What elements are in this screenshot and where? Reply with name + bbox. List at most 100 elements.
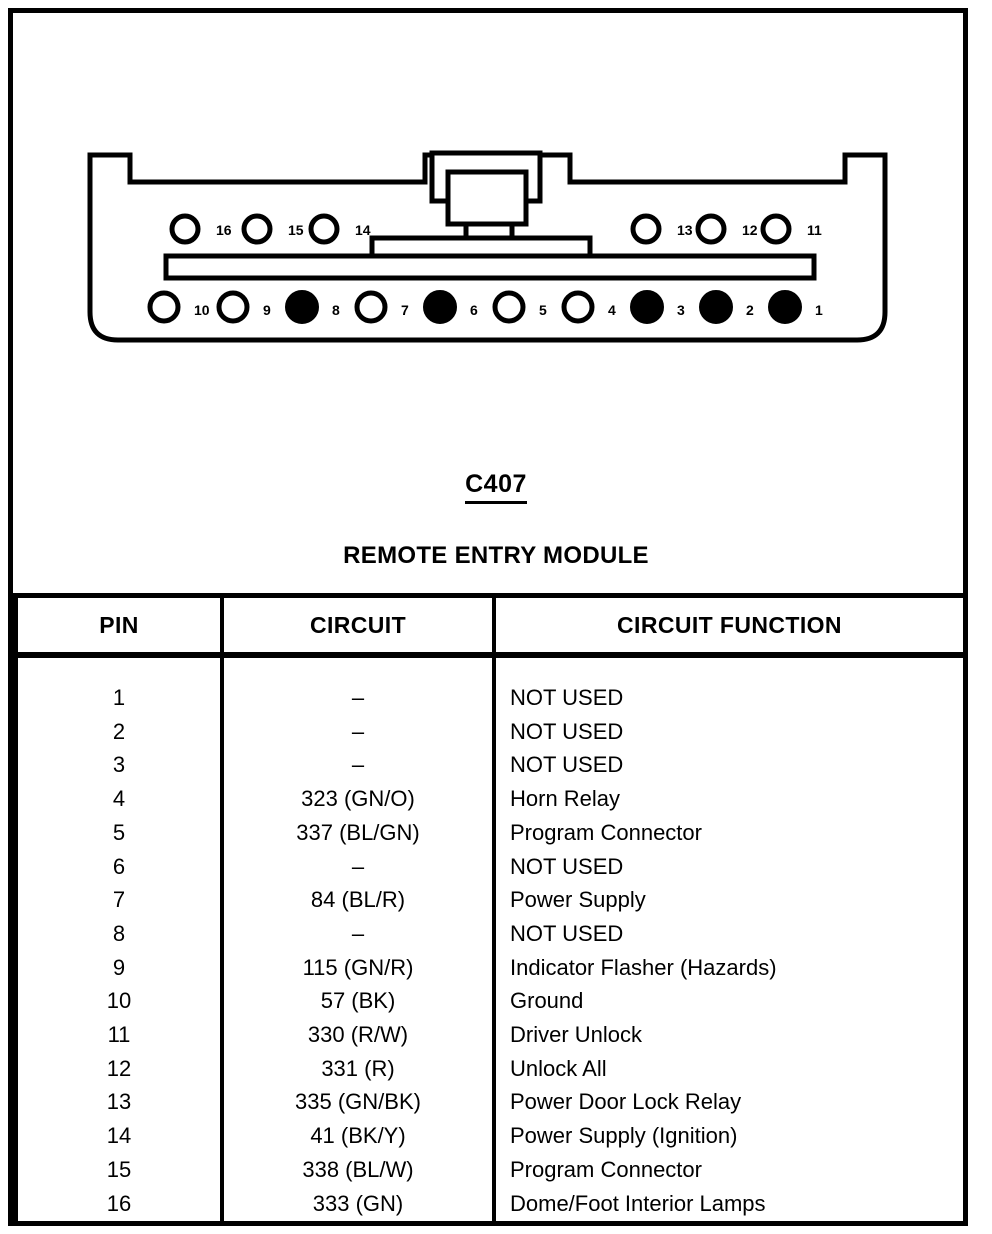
pin-cavity-7 [354, 290, 388, 324]
module-name-title: REMOTE ENTRY MODULE [343, 542, 649, 569]
cell-pin-number: 15 [106, 1156, 132, 1182]
column-divider-circuit-function [492, 598, 496, 1221]
pin-number-12: 12 [742, 222, 758, 238]
cell-pin-number: 2 [112, 718, 126, 744]
cell-circuit-code: 323 (GN/O) [301, 786, 415, 812]
cell-circuit-function: Program Connector [510, 819, 702, 845]
pin-cavity-1 [768, 290, 802, 324]
cell-circuit-code: 333 (GN) [312, 1190, 404, 1216]
pin-cavity-13 [630, 213, 662, 245]
cell-circuit-function: Program Connector [510, 1156, 702, 1182]
cell-circuit-code: 335 (GN/BK) [295, 1089, 421, 1115]
cell-pin-number: 7 [112, 887, 126, 913]
table-row: 3 – NOT USED [18, 748, 963, 782]
retainer-bar [163, 253, 817, 281]
pin-number-7: 7 [401, 302, 409, 318]
cell-pin-number: 8 [112, 920, 126, 946]
column-divider-pin-circuit [220, 598, 224, 1221]
cell-circuit-function: Ground [510, 988, 584, 1014]
cell-pin-number: 9 [112, 954, 126, 980]
pin-cavity-11 [760, 213, 792, 245]
column-header-pin: PIN [99, 612, 139, 638]
pin-cavity-8 [285, 290, 319, 324]
cell-circuit-code: 331 (R) [321, 1055, 395, 1081]
table-header-row: PIN CIRCUIT CIRCUIT FUNCTION [18, 598, 963, 658]
cell-pin-number: 11 [107, 1022, 131, 1047]
table-row: 1–NOT USED [18, 681, 963, 715]
cell-circuit-code: 330 (R/W) [307, 1022, 409, 1047]
cell-pin-number: 1 [112, 685, 126, 710]
cell-circuit-function: NOT USED [510, 718, 624, 744]
pin-number-10: 10 [194, 302, 210, 318]
table-row: 8–NOT USED [18, 917, 963, 951]
table-row: 2 – NOT USED [18, 715, 963, 749]
pin-number-1: 1 [815, 302, 823, 318]
table-row: 4 323 (GN/O) Horn Relay [18, 782, 963, 816]
table-row: 16 333 (GN) Dome/Foot Interior Lamps [18, 1187, 963, 1221]
cell-circuit-function: Power Supply (Ignition) [510, 1123, 738, 1149]
pin-number-11: 11 [807, 222, 822, 238]
pin-number-3: 3 [677, 302, 685, 318]
pin-cavity-12 [695, 213, 727, 245]
cell-pin-number: 6 [112, 853, 126, 879]
cell-pin-number: 5 [112, 819, 126, 845]
cell-circuit-code: 41 (BK/Y) [310, 1123, 406, 1149]
cell-circuit-code: – [351, 853, 365, 879]
pin-number-2: 2 [746, 302, 754, 318]
cell-circuit-function: NOT USED [510, 752, 624, 778]
pin-cavity-15 [241, 213, 273, 245]
pin-number-5: 5 [539, 302, 547, 318]
cell-pin-number: 3 [112, 752, 126, 778]
pin-number-15: 15 [288, 222, 304, 238]
table-row: 5 337 (BL/GN) Program Connector [18, 816, 963, 850]
table-row: 11 330 (R/W) Driver Unlock [18, 1018, 963, 1052]
cell-circuit-function: Indicator Flasher (Hazards) [510, 954, 777, 980]
cell-circuit-code: – [351, 718, 365, 744]
pin-cavity-3 [630, 290, 664, 324]
pin-number-9: 9 [263, 302, 271, 318]
connector-drawing: 16 15 14 13 12 11 10 9 8 7 6 5 [87, 150, 888, 343]
pin-number-8: 8 [332, 302, 340, 318]
table-row: 10 57 (BK) Ground [18, 984, 963, 1018]
cell-circuit-function: Power Door Lock Relay [510, 1089, 742, 1115]
table-row: 9 115 (GN/R) Indicator Flasher (Hazards) [18, 951, 963, 985]
cell-pin-number: 4 [112, 786, 126, 812]
cell-circuit-code: – [351, 752, 365, 778]
pin-cavity-6 [423, 290, 457, 324]
pin-cavity-5 [492, 290, 526, 324]
cell-circuit-code: 57 (BK) [320, 988, 396, 1014]
table-row: 14 41 (BK/Y) Power Supply (Ignition) [18, 1119, 963, 1153]
pin-number-4: 4 [608, 302, 616, 318]
cell-circuit-function: Driver Unlock [510, 1022, 643, 1047]
cell-pin-number: 14 [106, 1123, 132, 1149]
cell-circuit-code: 338 (BL/W) [302, 1156, 414, 1182]
pin-cavity-10 [147, 290, 181, 324]
cell-circuit-code: 337 (BL/GN) [296, 819, 420, 845]
cell-circuit-function: Power Supply [510, 887, 646, 913]
cell-pin-number: 12 [106, 1055, 132, 1081]
latch-inner-tab [445, 169, 529, 227]
cell-pin-number: 10 [106, 988, 132, 1014]
pin-number-14: 14 [355, 222, 371, 238]
pin-number-13: 13 [677, 222, 693, 238]
connector-illustration: 16 15 14 13 12 11 10 9 8 7 6 5 [70, 140, 910, 355]
table-row: 6–NOT USED [18, 850, 963, 884]
connector-id-caption: C407 [0, 470, 992, 504]
cell-circuit-function: Dome/Foot Interior Lamps [510, 1190, 766, 1216]
cell-circuit-function: Horn Relay [510, 786, 621, 812]
connector-id-text: C407 [465, 470, 527, 504]
cell-pin-number: 16 [106, 1190, 132, 1216]
pin-cavity-14 [308, 213, 340, 245]
cell-pin-number: 13 [106, 1089, 132, 1115]
cell-circuit-function: NOT USED [510, 685, 624, 710]
pin-cavity-2 [699, 290, 733, 324]
table-row: 15 338 (BL/W) Program Connector [18, 1153, 963, 1187]
pin-number-6: 6 [470, 302, 478, 318]
cell-circuit-function: NOT USED [510, 920, 624, 946]
column-header-circuit-function: CIRCUIT FUNCTION [617, 612, 842, 638]
cell-circuit-code: 115 (GN/R) [302, 954, 414, 980]
